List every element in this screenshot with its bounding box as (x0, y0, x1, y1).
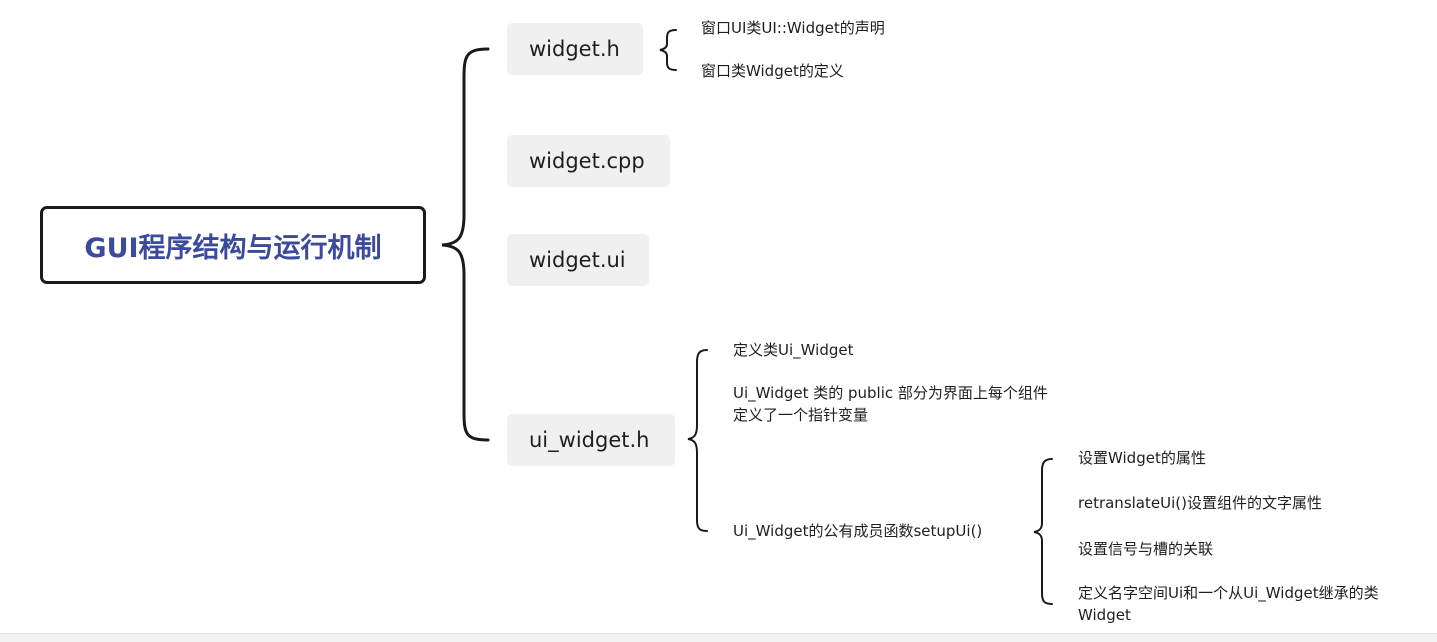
branch-widget-cpp[interactable]: widget.cpp (507, 135, 670, 187)
note-ui-widget-h-2[interactable]: Ui_Widget 类的 public 部分为界面上每个组件 定义了一个指针变量 (733, 384, 1048, 424)
branch-widget-ui[interactable]: widget.ui (507, 234, 649, 286)
note-widget-h-1[interactable]: 窗口UI类UI::Widget的声明 (701, 19, 885, 37)
branch-label: ui_widget.h (529, 428, 650, 452)
branch-label: widget.ui (529, 248, 626, 272)
ui-widget-h-brace (687, 349, 708, 532)
subnote-setupui-1[interactable]: 设置Widget的属性 (1078, 449, 1206, 467)
bottom-scroll-strip (0, 633, 1437, 642)
branch-label: widget.h (529, 37, 620, 61)
root-brace (441, 47, 490, 442)
subnote-setupui-4[interactable]: 定义名字空间Ui和一个从Ui_Widget继承的类 Widget (1078, 584, 1379, 624)
widget-h-brace (659, 29, 677, 71)
note-ui-widget-h-1[interactable]: 定义类Ui_Widget (733, 341, 854, 359)
branch-label: widget.cpp (529, 149, 645, 173)
branch-widget-h[interactable]: widget.h (507, 23, 643, 75)
branch-ui-widget-h[interactable]: ui_widget.h (507, 414, 675, 466)
subnote-setupui-2[interactable]: retranslateUi()设置组件的文字属性 (1078, 494, 1322, 512)
subnote-setupui-3[interactable]: 设置信号与槽的关联 (1078, 540, 1214, 558)
note-widget-h-2[interactable]: 窗口类Widget的定义 (701, 62, 844, 80)
setupui-brace (1033, 458, 1053, 605)
note-ui-widget-h-3[interactable]: Ui_Widget的公有成员函数setupUi() (733, 522, 983, 540)
root-topic-label: GUI程序结构与运行机制 (84, 232, 382, 264)
root-topic[interactable]: GUI程序结构与运行机制 (40, 206, 426, 284)
